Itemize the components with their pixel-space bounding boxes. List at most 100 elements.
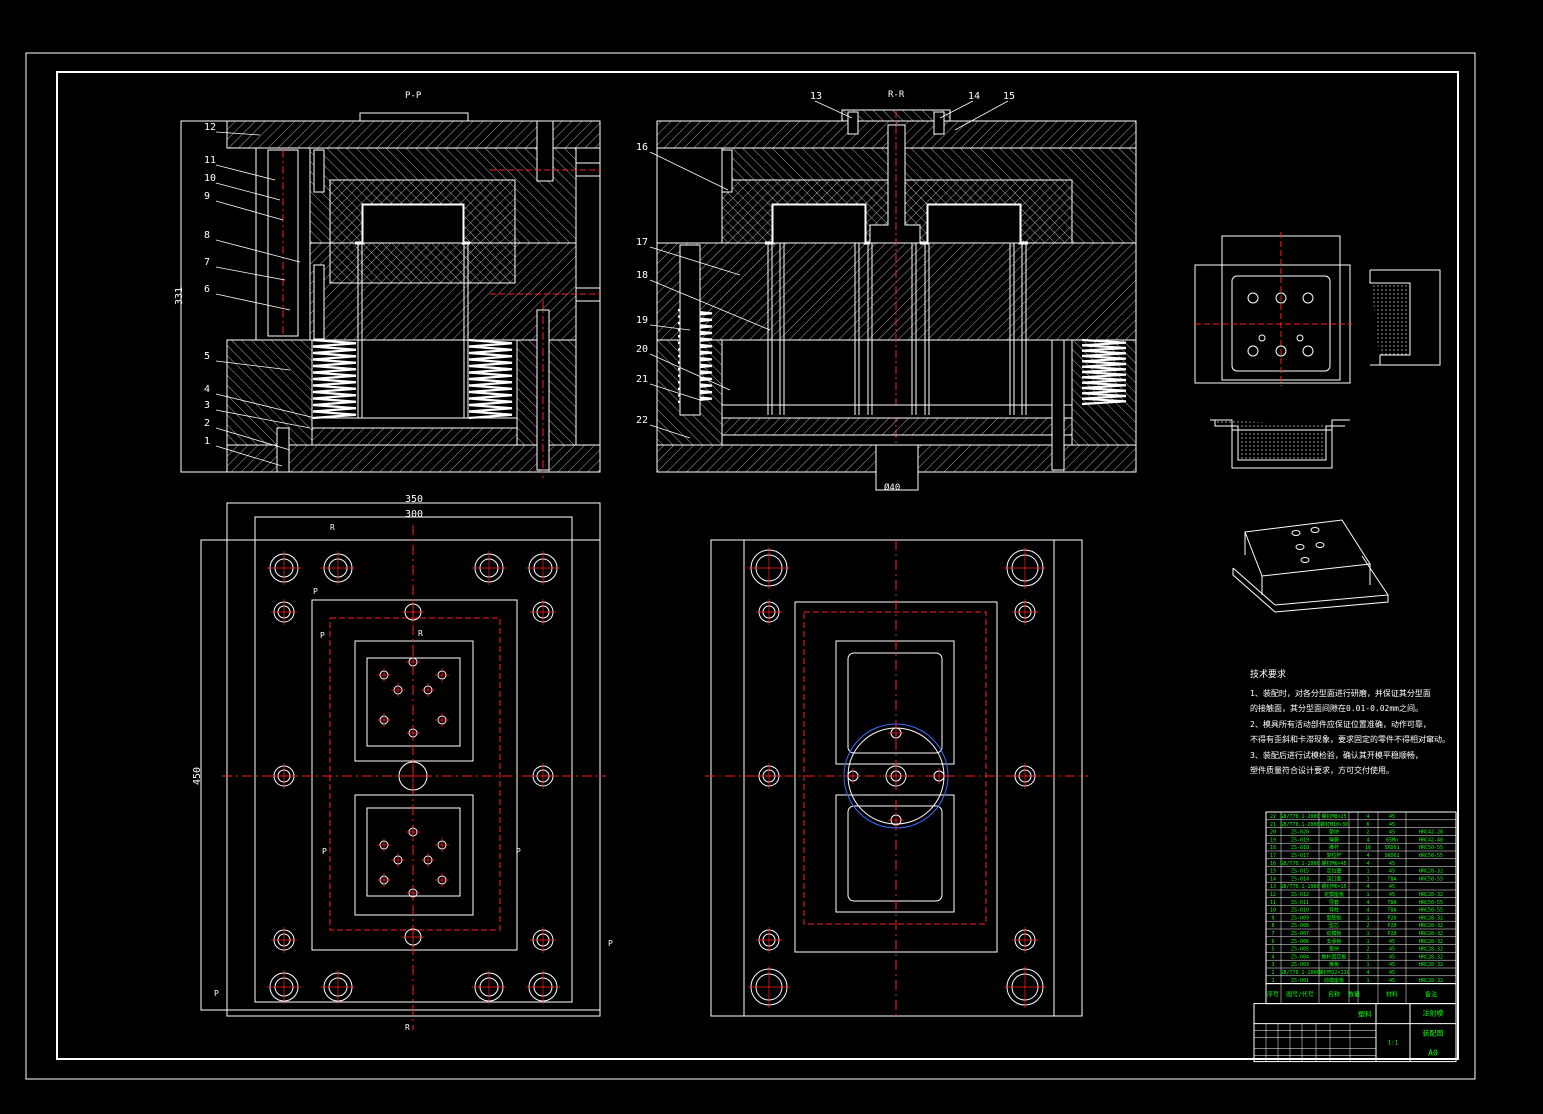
bom-cell: 45 xyxy=(1389,861,1395,867)
callout-4: 4 xyxy=(204,384,210,395)
callout-16: 16 xyxy=(636,142,648,153)
bom-cell: 19 xyxy=(1270,837,1276,843)
bom-header-cell: 数量 xyxy=(1348,991,1360,999)
section-title-right: R-R xyxy=(888,90,905,100)
bom-cell: 弹簧 xyxy=(1329,836,1339,843)
bom-cell: T8A xyxy=(1387,900,1396,906)
title-block-sheet: A0 xyxy=(1428,1049,1438,1058)
bom-cell: 45 xyxy=(1389,830,1395,836)
bom-cell: 推板 xyxy=(1329,961,1339,968)
bom-cell: 螺钉M8×25 xyxy=(1321,813,1346,820)
bom-cell: 4 xyxy=(1366,970,1369,976)
section-mark: P xyxy=(608,939,613,948)
bom-cell: HRC28-32 xyxy=(1419,915,1443,921)
bom-cell: GB/T70.1-2000 xyxy=(1280,822,1319,828)
dim-width-outer: 350 xyxy=(405,494,423,505)
section-mark: P xyxy=(320,631,325,640)
bom-cell: HRC28-32 xyxy=(1419,939,1443,945)
bom-cell: 45 xyxy=(1389,939,1395,945)
callout-10: 10 xyxy=(204,173,216,184)
tech-line: 2、模具所有活动部件应保证位置准确，动作可靠， xyxy=(1250,719,1431,729)
callout-5: 5 xyxy=(204,351,210,362)
bom-cell: ZS-011 xyxy=(1291,900,1309,906)
bom-cell: ZS-012 xyxy=(1291,892,1309,898)
bom-cell: 1 xyxy=(1366,954,1369,960)
tech-line: 不得有歪斜和卡滞现象，要求固定的零件不得相对窜动。 xyxy=(1250,735,1450,744)
bom-cell: HRC28-32 xyxy=(1419,931,1443,937)
bom-cell: 螺钉M10×30 xyxy=(1320,821,1348,828)
bom-cell: 复位杆 xyxy=(1326,852,1341,859)
bom-cell: ZS-006 xyxy=(1291,939,1309,945)
bom-cell: ZS-017 xyxy=(1291,853,1309,859)
bom-cell: 螺钉M6×15 xyxy=(1321,883,1346,890)
tech-line: 3、装配后进行试模检验，确认其开模平稳顺畅， xyxy=(1250,750,1423,760)
bom-cell: 16 xyxy=(1365,845,1371,851)
bom-cell: 1 xyxy=(1271,978,1274,984)
bom-cell: ZS-001 xyxy=(1291,978,1309,984)
bom-cell: 1 xyxy=(1366,962,1369,968)
bom-cell: 6 xyxy=(1271,939,1274,945)
bom-cell: T8A xyxy=(1387,908,1396,914)
bom-cell: 45 xyxy=(1389,869,1395,875)
bom-header-cell: 备注 xyxy=(1425,991,1437,999)
bom-cell: 65Mn xyxy=(1386,837,1398,843)
bom-cell: 4 xyxy=(1366,908,1369,914)
tech-line: 塑件质量符合设计要求，方可交付使用。 xyxy=(1250,766,1394,775)
bom-cell: 5 xyxy=(1271,947,1274,953)
bom-cell: 4 xyxy=(1366,861,1369,867)
bom-cell: 16 xyxy=(1270,861,1276,867)
bom-cell: 支承板 xyxy=(1326,938,1341,945)
bom-cell: 1 xyxy=(1366,915,1369,921)
section-mark: P xyxy=(322,847,327,856)
bom-cell: HRC50-55 xyxy=(1419,908,1443,914)
bom-cell: 45 xyxy=(1389,970,1395,976)
bom-cell: GB/T70.1-2000 xyxy=(1280,884,1319,890)
bom-cell: ZS-005 xyxy=(1291,947,1309,953)
bom-cell: 型芯 xyxy=(1329,922,1339,929)
bom-cell: HRC28-32 xyxy=(1419,962,1443,968)
section-mark: P xyxy=(516,847,521,856)
bom-cell: 推杆固定板 xyxy=(1321,953,1346,960)
bom-cell: 定模座板 xyxy=(1324,891,1344,898)
bom-cell: HRC50-55 xyxy=(1419,900,1443,906)
bom-cell: 6 xyxy=(1366,822,1369,828)
bom-cell: HRC42-48 xyxy=(1419,837,1443,843)
callout-11: 11 xyxy=(204,155,216,166)
section-mark: P xyxy=(214,989,219,998)
section-mark: R xyxy=(405,1023,410,1032)
bom-header-cell: 材料 xyxy=(1386,991,1398,999)
bom-cell: 1 xyxy=(1366,931,1369,937)
bom-cell: 1 xyxy=(1366,978,1369,984)
bom-cell: 11 xyxy=(1270,900,1276,906)
bom-cell: 4 xyxy=(1366,837,1369,843)
bom-cell: ZS-018 xyxy=(1291,845,1309,851)
bom-cell: 4 xyxy=(1366,900,1369,906)
bom-cell: HRC28-32 xyxy=(1419,892,1443,898)
bom-cell: 22 xyxy=(1270,814,1276,820)
bom-cell: 12 xyxy=(1270,892,1276,898)
callout-6: 6 xyxy=(204,284,210,295)
bom-header-cell: 名称 xyxy=(1328,991,1340,999)
bom-cell: 4 xyxy=(1366,884,1369,890)
bom-cell: 1 xyxy=(1366,876,1369,882)
bom-cell: SKD61 xyxy=(1384,845,1399,851)
bom-cell: 4 xyxy=(1366,853,1369,859)
bom-cell: 45 xyxy=(1389,954,1395,960)
section-view-r-r: R-R Ø40 xyxy=(656,90,1137,493)
section-title-left: P-P xyxy=(405,91,422,101)
bom-cell: 45 xyxy=(1389,814,1395,820)
callout-8: 8 xyxy=(204,230,210,241)
bom-cell: 17 xyxy=(1270,853,1276,859)
bom-cell: HRC50-55 xyxy=(1419,876,1443,882)
dim-nozzle: Ø40 xyxy=(884,482,900,493)
bom-cell: 2 xyxy=(1366,830,1369,836)
callout-1: 1 xyxy=(204,436,210,447)
dim-length: 450 xyxy=(192,767,203,785)
callout-19: 19 xyxy=(636,315,648,326)
bom-cell: GB/T70.1-2000 xyxy=(1280,970,1319,976)
bom-cell: SKD61 xyxy=(1384,853,1399,859)
